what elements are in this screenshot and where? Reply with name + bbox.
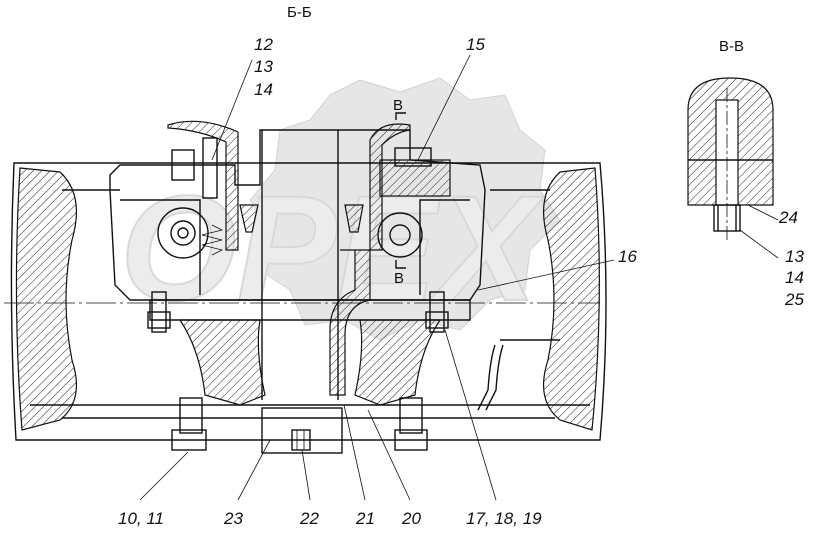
callout-14: 14 (254, 80, 273, 99)
top-flange (167, 120, 411, 251)
callout-detail-14: 14 (785, 268, 804, 287)
callout-15: 15 (466, 35, 485, 54)
section-title-main: Б-Б (287, 4, 312, 21)
callout-20: 20 (401, 509, 421, 528)
cut-mark-bottom: В (394, 260, 406, 287)
cut-mark-top: В (393, 97, 406, 120)
wheel-outline (10, 162, 607, 441)
callout-17-18-19: 17, 18, 19 (466, 509, 542, 528)
callout-25: 25 (784, 290, 804, 309)
right-mechanism (344, 147, 560, 411)
watermark-logo: OPEX (120, 164, 545, 332)
leader-lines (139, 54, 779, 501)
callout-10-11: 10, 11 (118, 509, 164, 528)
callout-detail-13: 13 (785, 247, 804, 266)
callout-16: 16 (618, 247, 637, 266)
callout-24: 24 (778, 208, 798, 227)
section-title-detail: В-В (719, 38, 744, 55)
svg-text:В: В (393, 97, 403, 114)
callout-23: 23 (223, 509, 243, 528)
callout-13: 13 (254, 57, 273, 76)
callout-12: 12 (254, 35, 273, 54)
callout-22: 22 (299, 509, 319, 528)
callouts: 12 13 14 15 16 24 13 14 25 10, 11 23 22 … (118, 35, 804, 528)
bottom-assembly (171, 397, 428, 454)
detail-view (687, 77, 774, 240)
svg-text:В: В (394, 270, 404, 287)
left-mechanism (147, 137, 259, 333)
callout-21: 21 (355, 509, 375, 528)
central-shaft (178, 130, 442, 406)
